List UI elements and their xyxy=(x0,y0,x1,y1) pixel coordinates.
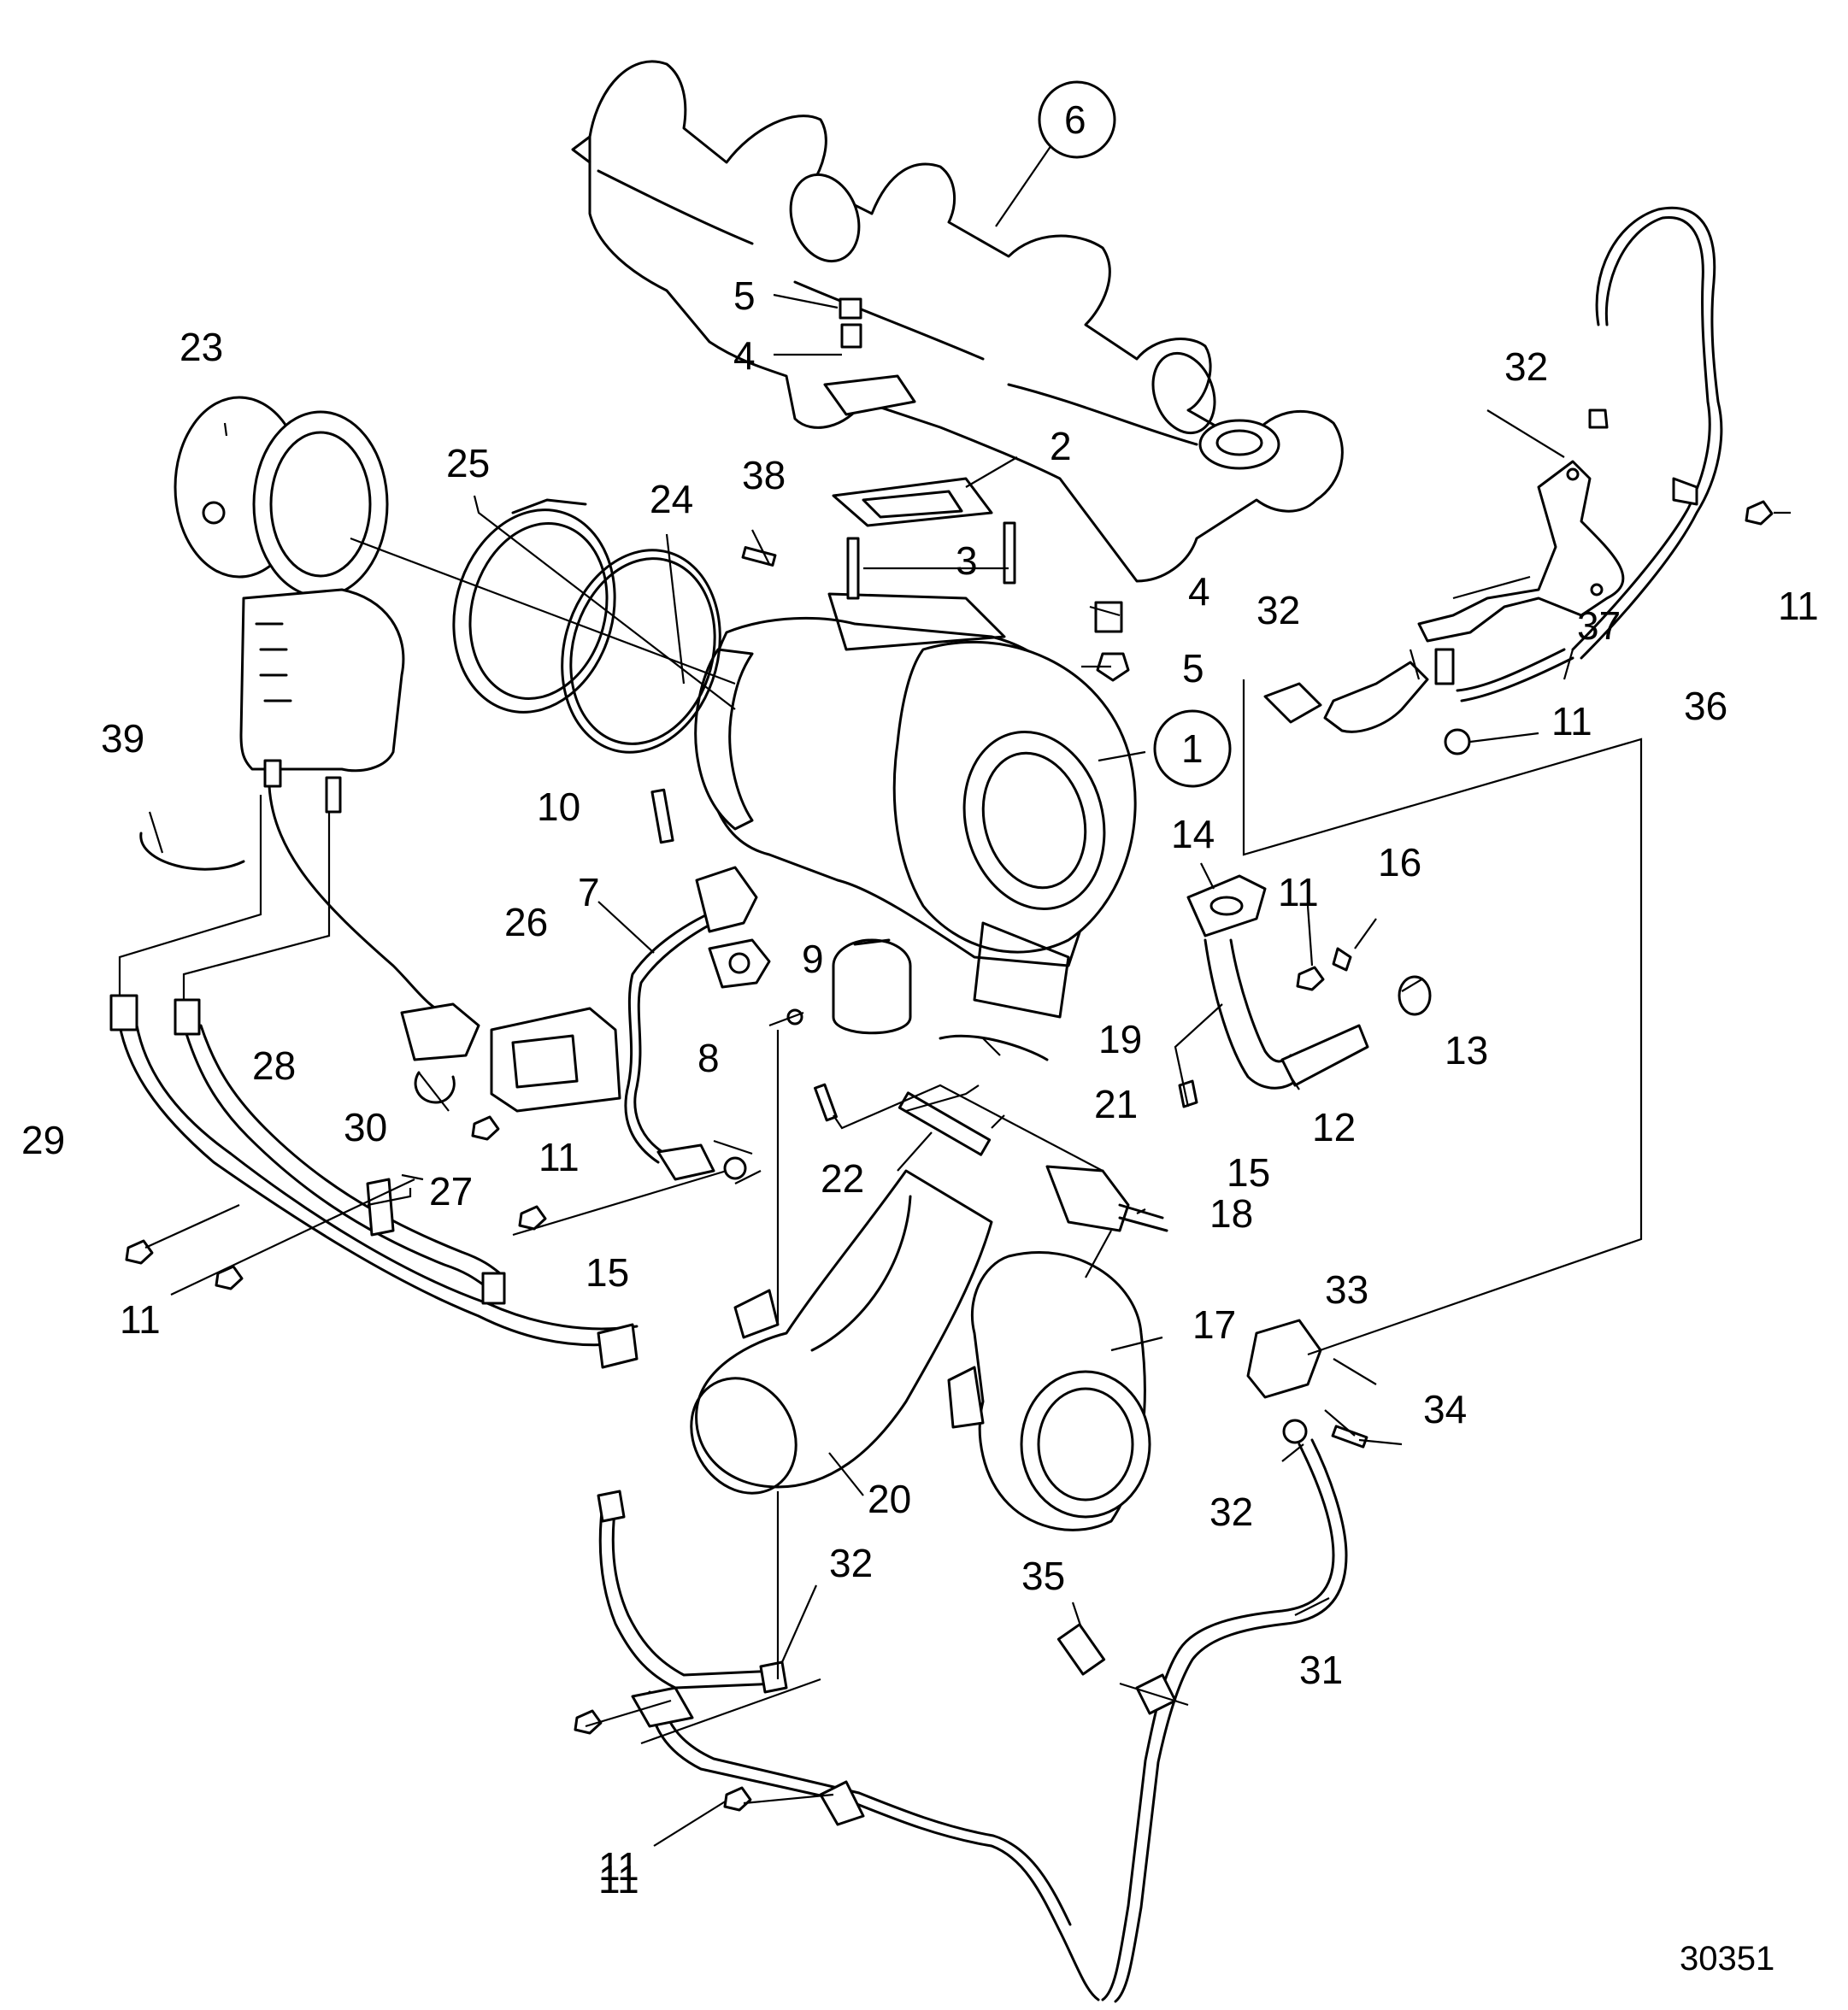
callout-11f: 11 xyxy=(598,1844,639,1889)
callout-17: 17 xyxy=(1192,1302,1236,1347)
callout-7: 7 xyxy=(578,870,600,914)
callout-27: 27 xyxy=(429,1169,473,1214)
callout-9: 9 xyxy=(802,937,824,981)
callout-5b: 5 xyxy=(1182,646,1204,691)
callout-29: 29 xyxy=(21,1118,65,1162)
callout-26: 26 xyxy=(504,900,548,944)
callout-12: 12 xyxy=(1312,1105,1356,1149)
callout-11b: 11 xyxy=(120,1297,161,1342)
intake-housing xyxy=(174,396,480,1061)
callout-30: 30 xyxy=(344,1105,387,1149)
exhaust-outlet xyxy=(947,1251,1151,1531)
callout-3: 3 xyxy=(956,538,978,583)
callout-circle-6 xyxy=(1038,80,1116,159)
callout-33: 33 xyxy=(1325,1267,1368,1312)
callout-39: 39 xyxy=(101,716,144,761)
callout-8: 8 xyxy=(697,1036,720,1080)
o-ring xyxy=(561,549,721,754)
callout-5a: 5 xyxy=(733,273,756,318)
callout-32a: 32 xyxy=(1504,344,1548,389)
leader-lines xyxy=(118,144,1791,1847)
callout-11a: 11 xyxy=(539,1135,580,1179)
callout-19: 19 xyxy=(1098,1017,1142,1061)
callout-6: 6 xyxy=(1064,97,1086,142)
callout-34: 34 xyxy=(1423,1387,1467,1431)
callout-25: 25 xyxy=(446,441,490,485)
callout-11g: 11 xyxy=(598,1857,639,1901)
callout-24: 24 xyxy=(650,477,693,521)
oil-supply-line xyxy=(624,788,771,1181)
sensor xyxy=(1045,1165,1168,1232)
callout-2: 2 xyxy=(1050,424,1072,468)
callout-23: 23 xyxy=(180,325,223,369)
manifold-gasket xyxy=(832,477,993,527)
callout-circle-1 xyxy=(1153,709,1232,788)
callout-11d: 11 xyxy=(1551,699,1592,743)
callout-11c: 11 xyxy=(1278,870,1319,914)
callout-37: 37 xyxy=(1577,603,1621,648)
callout-32c: 32 xyxy=(1209,1490,1253,1534)
callout-11e: 11 xyxy=(1778,584,1819,628)
callout-28: 28 xyxy=(252,1043,296,1088)
pin xyxy=(741,546,777,567)
callout-32b: 32 xyxy=(1257,588,1300,632)
bolts xyxy=(125,500,1774,1812)
water-line-left-lower xyxy=(597,1490,1100,2001)
drain-hoses xyxy=(109,994,639,1369)
callout-31: 31 xyxy=(1299,1648,1343,1692)
studs xyxy=(846,521,1016,600)
figure-number: 30351 xyxy=(1680,1940,1774,1978)
callout-4a: 4 xyxy=(733,333,756,378)
water-line-upper xyxy=(1263,206,1723,755)
callout-4b: 4 xyxy=(1188,569,1210,614)
tie-strap xyxy=(139,832,245,871)
callout-labels: 6 1 2 3 4 4 5 5 7 8 9 10 11 11 11 11 11 … xyxy=(21,80,1819,1901)
bracket-37 xyxy=(1417,460,1625,643)
callout-38: 38 xyxy=(742,453,786,497)
exhaust-elbow xyxy=(690,1034,1049,1495)
exhaust-manifold xyxy=(571,60,1344,583)
v-band-clamp xyxy=(452,498,616,714)
callout-13: 13 xyxy=(1445,1028,1488,1073)
callout-36: 36 xyxy=(1684,684,1727,728)
callout-18: 18 xyxy=(1209,1191,1253,1236)
callout-15b: 15 xyxy=(586,1250,629,1295)
callout-10: 10 xyxy=(537,785,580,829)
callout-21: 21 xyxy=(1094,1082,1138,1126)
bolt-22 xyxy=(814,1083,838,1122)
callout-22: 22 xyxy=(821,1156,864,1201)
callout-16: 16 xyxy=(1378,840,1421,885)
callout-32d: 32 xyxy=(829,1541,873,1585)
callout-20: 20 xyxy=(868,1477,911,1521)
water-line-lower xyxy=(1056,1319,1368,2003)
callout-14: 14 xyxy=(1171,812,1215,856)
callout-35: 35 xyxy=(1021,1554,1065,1598)
bracket-clip xyxy=(414,1007,621,1113)
callout-15a: 15 xyxy=(1227,1150,1270,1195)
callout-1: 1 xyxy=(1181,726,1204,771)
sleeve xyxy=(898,1091,992,1156)
turbocharger xyxy=(694,592,1137,1035)
spacers-nuts xyxy=(839,297,1130,682)
